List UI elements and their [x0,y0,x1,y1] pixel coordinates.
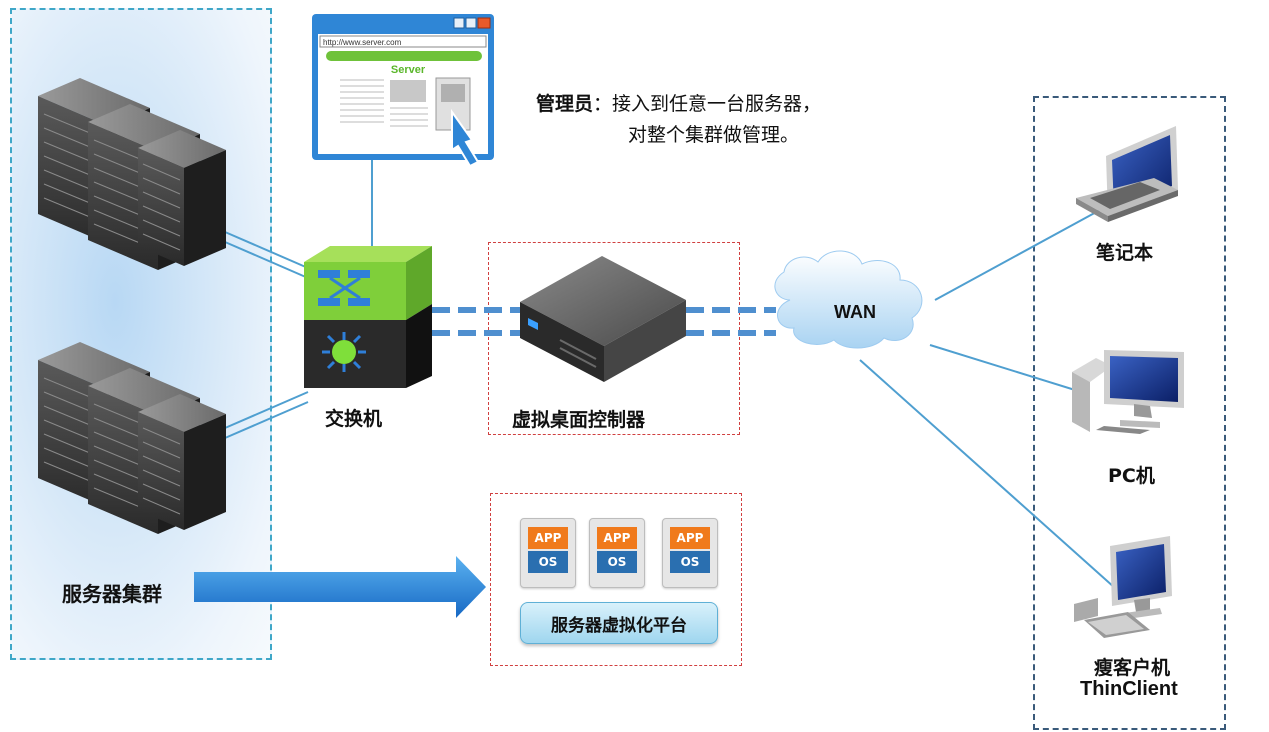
server-rack-bottom-icon [38,342,226,534]
wan-label: WAN [834,302,876,322]
pc-icon [1072,350,1184,434]
thin-client-label: 瘦客户机 [1094,657,1171,679]
rack-bottom-link-b [224,401,309,439]
vm-card: APP OS [589,518,645,588]
app-badge: APP [670,527,710,549]
switch-label: 交换机 [325,408,383,430]
pc-label: PC机 [1108,465,1155,487]
rack-bottom-link-a [224,391,309,429]
controller-label: 虚拟桌面控制器 [512,409,646,431]
cluster-label: 服务器集群 [62,582,162,606]
arrow-icon [194,556,486,618]
virtualization-platform-badge: 服务器虚拟化平台 [520,602,718,644]
vm-card: APP OS [662,518,718,588]
rack-top-link-b [224,241,309,279]
os-badge: OS [528,551,568,573]
thin-client-icon [1074,536,1172,638]
browser-banner: Server [391,64,426,76]
laptop-label: 笔记本 [1096,242,1154,264]
dashed-links [432,307,776,336]
laptop-icon [1076,126,1178,222]
server-rack-top-icon [38,78,226,270]
browser-window-icon: http://www.server.com Server [312,14,494,168]
controller-box [488,242,740,435]
connection-lines [224,160,1116,589]
wan-pc-link [929,344,1076,391]
platform-box [490,493,742,666]
admin-line1: 接入到任意一台服务器， [612,93,822,115]
vm-card: APP OS [520,518,576,588]
wan-thinclient-link [859,359,1116,589]
rack-top-link-a [224,231,309,269]
admin-title: 管理员 [536,93,594,115]
browser-url: http://www.server.com [323,38,402,47]
app-badge: APP [597,527,637,549]
thin-client-en-label: ThinClient [1080,678,1178,700]
wan-laptop-link [934,209,1101,301]
admin-line2: 对整个集群做管理。 [628,124,800,146]
admin-note: 管理员：接入到任意一台服务器， [536,89,821,116]
admin-separator: ： [593,93,613,115]
client-devices-panel [1033,96,1226,730]
os-badge: OS [670,551,710,573]
wan-cloud-icon [774,250,923,349]
controller-server-icon [520,256,686,382]
app-badge: APP [528,527,568,549]
switch-icon [304,246,432,388]
os-badge: OS [597,551,637,573]
